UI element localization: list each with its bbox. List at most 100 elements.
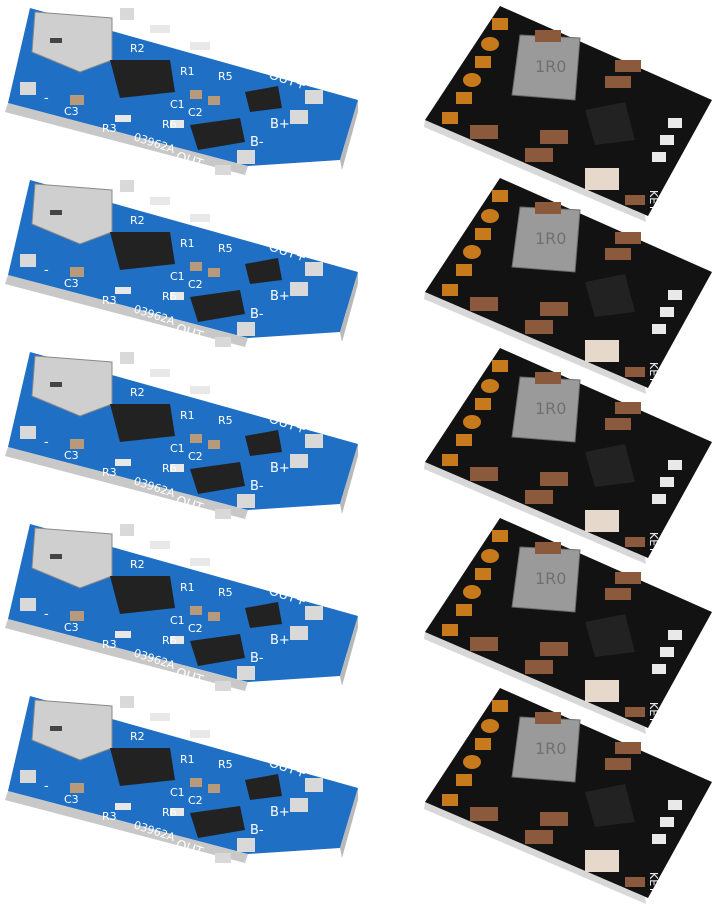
label-r6: R6 [162,118,177,131]
label-c1: C1 [170,614,185,627]
key-button[interactable] [585,168,619,190]
label-plus: + [145,11,156,26]
board-edge [5,791,248,863]
label-r5: R5 [218,414,233,427]
label-r5: R5 [218,586,233,599]
black-boost-board: 1R0 KEY [424,688,712,904]
black-board-1: 1R0 KEY [420,0,718,225]
solder-pads [20,696,323,863]
label-c1: C1 [170,786,185,799]
label-inductor: 1R0 [535,739,566,758]
label-c1: C1 [170,98,185,111]
label-r3: R3 [102,466,117,479]
blue-charger-board: + - R2 R1 R5 C1 C2 C3 R6 R3 03962A OUT+ … [5,696,358,863]
label-r2: R2 [130,730,145,743]
label-r3: R3 [102,810,117,823]
chip-mosfet [190,118,245,150]
chip-controller [585,614,635,657]
chip-small [245,602,282,628]
label-r6: R6 [162,462,177,475]
board-surface [425,6,712,216]
label-c2: C2 [188,622,203,635]
blue-charger-board: + - R2 R1 R5 C1 C2 C3 R6 R3 03962A OUT+ … [5,180,358,347]
label-r1: R1 [180,581,195,594]
label-key: KEY [647,872,660,893]
chip-mosfet [190,634,245,666]
label-b-minus: B- [250,135,264,150]
castellated-pads [442,360,508,466]
key-button[interactable] [585,850,619,872]
chip-controller [585,274,635,317]
label-r3: R3 [102,638,117,651]
chip-main [110,576,175,614]
chip-controller [585,102,635,145]
label-b-minus: B- [250,307,264,322]
key-button[interactable] [585,510,619,532]
solder-pads [20,352,323,519]
board-edge [5,103,248,175]
board-edge [5,275,248,347]
solder-pads [20,524,323,691]
label-minus: - [44,91,49,106]
label-r2: R2 [130,42,145,55]
label-b-plus: B+ [270,461,290,476]
board-edge [5,619,248,691]
key-button[interactable] [585,680,619,702]
label-minus: - [44,263,49,278]
chip-small [245,430,282,456]
label-r5: R5 [218,242,233,255]
black-board-5: 1R0 KEY [420,682,718,907]
chip-mosfet [190,290,245,322]
micro-usb-connector-icon [31,11,113,73]
chip-mosfet [190,462,245,494]
black-board-2: 1R0 KEY [420,172,718,397]
chip-main [110,404,175,442]
blue-charger-board: + - R2 R1 R5 C1 C2 C3 R6 R3 03962A OUT+ … [5,8,358,175]
label-c3: C3 [64,793,79,806]
label-plus: + [145,699,156,714]
label-key: KEY [647,190,660,211]
label-r2: R2 [130,214,145,227]
label-b-plus: B+ [270,117,290,132]
micro-usb-connector-icon [31,183,113,245]
board-surface [425,178,712,388]
label-inductor: 1R0 [535,57,566,76]
label-key: KEY [647,362,660,383]
label-minus: - [44,435,49,450]
label-r6: R6 [162,806,177,819]
chip-small [245,774,282,800]
chip-small [245,258,282,284]
label-plus: + [145,355,156,370]
castellated-pads [442,530,508,636]
blue-board-5: + - R2 R1 R5 C1 C2 C3 R6 R3 03962A OUT+ … [0,688,360,868]
black-boost-board: 1R0 KEY [424,178,712,394]
chip-main [110,60,175,98]
label-b-minus: B- [250,823,264,838]
label-b-plus: B+ [270,805,290,820]
label-r5: R5 [218,758,233,771]
key-button[interactable] [585,340,619,362]
black-boost-board: 1R0 KEY [424,518,712,734]
label-c1: C1 [170,442,185,455]
label-minus: - [44,779,49,794]
blue-board-2: + - R2 R1 R5 C1 C2 C3 R6 R3 03962A OUT+ … [0,172,360,352]
castellated-pads [442,190,508,296]
black-boost-board: 1R0 KEY [424,6,712,222]
label-key: KEY [647,702,660,723]
label-c3: C3 [64,449,79,462]
label-r1: R1 [180,65,195,78]
label-r3: R3 [102,294,117,307]
castellated-pads [442,18,508,124]
chip-main [110,748,175,786]
board-surface [425,518,712,728]
chip-mosfet [190,806,245,838]
solder-pads [20,180,323,347]
chip-small [245,86,282,112]
chip-main [110,232,175,270]
board-edge [5,447,248,519]
label-b-minus: B- [250,479,264,494]
micro-usb-connector-icon [31,355,113,417]
label-c2: C2 [188,278,203,291]
label-plus: + [145,183,156,198]
label-plus: + [145,527,156,542]
